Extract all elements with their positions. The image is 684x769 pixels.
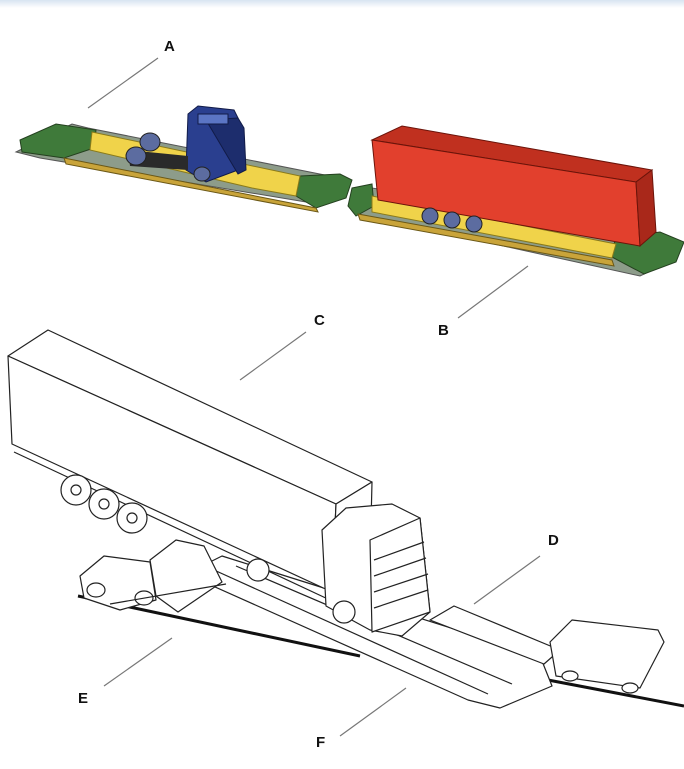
tractor-wheel-1 xyxy=(139,132,161,152)
label-a: A xyxy=(164,38,175,55)
trailer-hub-rear xyxy=(126,512,138,524)
wagon-end-platform xyxy=(549,619,665,689)
callout-line-e xyxy=(103,637,173,687)
wagon-bogie-wheel-1 xyxy=(561,670,579,682)
left-bogie-wheel-1 xyxy=(86,582,106,598)
truck-grille-4 xyxy=(373,589,429,609)
rail-right xyxy=(547,678,684,708)
label-b: B xyxy=(438,322,449,339)
wagon-a-side xyxy=(63,157,319,213)
trailer-end xyxy=(635,169,657,248)
callout-line-f xyxy=(339,687,407,737)
loading-operation-drawing xyxy=(7,329,684,709)
top-border xyxy=(0,0,684,8)
truck-cab-front xyxy=(369,517,431,633)
label-d: D xyxy=(548,532,559,549)
callout-line-a xyxy=(87,57,159,109)
trailer-wheel-3 xyxy=(465,215,483,233)
callout-line-b xyxy=(457,265,529,319)
colored-wagon-train xyxy=(14,105,684,277)
wagon-b-side xyxy=(357,213,615,267)
wagon-bogie-wheel-2 xyxy=(621,682,639,694)
tractor-wheel-3 xyxy=(193,166,211,182)
truck-grille-3 xyxy=(373,573,429,593)
truck-rear-wheel xyxy=(332,600,356,624)
trailer-underline xyxy=(13,451,331,601)
tractor-window xyxy=(197,113,229,125)
trailer-hub-middle xyxy=(98,498,110,510)
tractor-wheel-2 xyxy=(125,146,147,166)
label-e: E xyxy=(78,690,89,707)
loading-ramp xyxy=(185,555,553,709)
left-bogie-strut xyxy=(109,583,227,605)
red-trailer xyxy=(370,125,657,248)
callout-line-d xyxy=(473,555,541,605)
ramp-groove-1 xyxy=(213,569,489,695)
trailer-wheel-1 xyxy=(421,207,439,225)
truck-front-wheel xyxy=(246,558,270,582)
label-c: C xyxy=(314,312,325,329)
callout-line-c xyxy=(239,331,307,381)
truck-grille-2 xyxy=(373,557,427,577)
blue-tractor xyxy=(125,105,247,183)
wagon-a-end-right xyxy=(295,173,353,209)
truck-grille-1 xyxy=(373,541,425,561)
wagon-b-end-left xyxy=(347,183,375,217)
tractor-cab-side xyxy=(205,117,247,175)
swivel-platform xyxy=(149,539,223,613)
trailer-hub-front xyxy=(70,484,82,496)
trailer-wheel-2 xyxy=(443,211,461,229)
label-f: F xyxy=(316,734,326,751)
